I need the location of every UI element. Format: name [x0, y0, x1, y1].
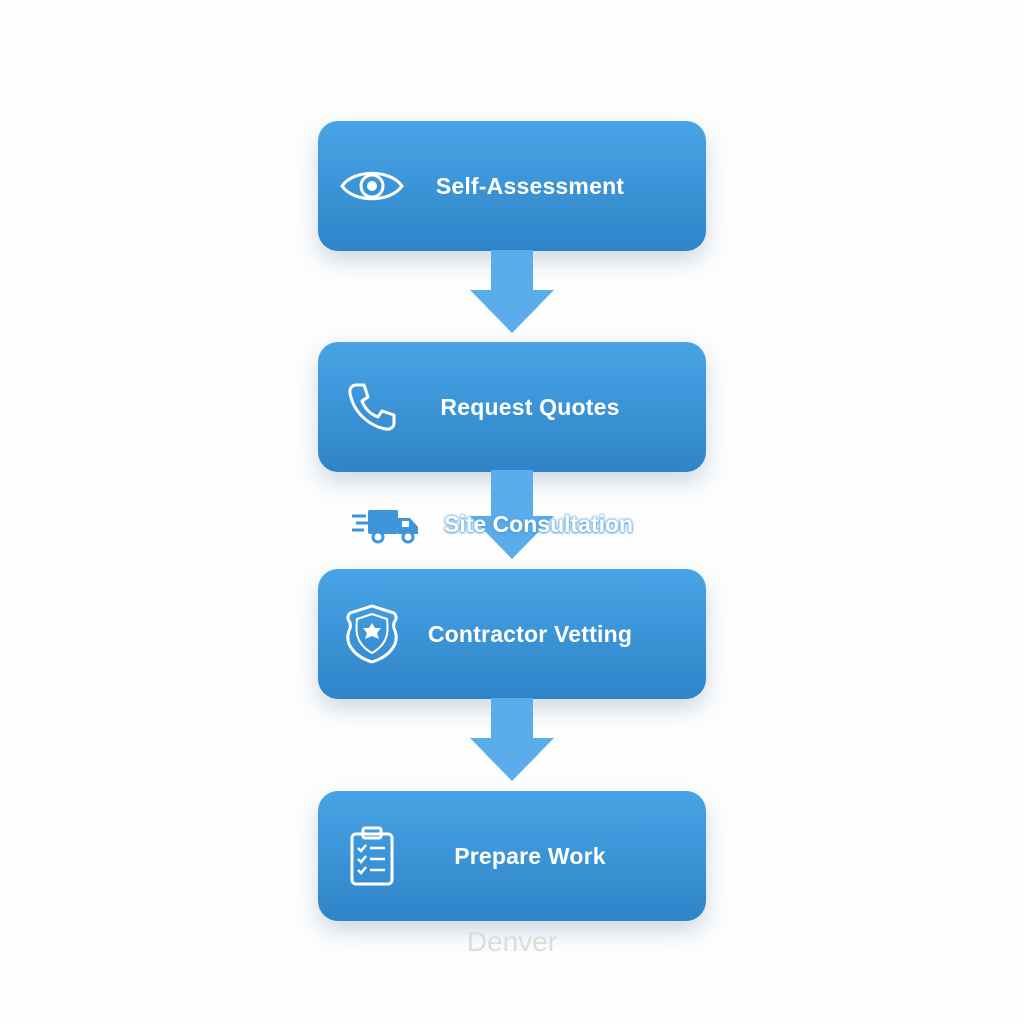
step-self-assessment: Self-Assessment [318, 121, 706, 251]
phone-icon [340, 375, 404, 439]
step-label: Contractor Vetting [427, 620, 633, 647]
clipboard-checklist-icon [340, 824, 404, 888]
step-label: Request Quotes [440, 393, 620, 420]
floating-step-label: Site Consultation [444, 511, 634, 537]
flow-arrow-1 [470, 250, 554, 334]
floating-step-site-consultation: Site Consultation [352, 502, 692, 550]
shield-icon [340, 602, 404, 666]
delivery-truck-icon [352, 508, 420, 544]
step-prepare-work: Prepare Work [318, 791, 706, 921]
footer-location: Denver [466, 926, 558, 957]
flow-arrow-2 [470, 470, 554, 560]
step-label: Prepare Work [454, 842, 606, 869]
step-contractor-vetting: Contractor Vetting [318, 569, 706, 699]
flow-arrow-3 [470, 698, 554, 782]
eye-icon [340, 154, 404, 218]
step-label: Self-Assessment [435, 172, 625, 199]
step-request-quotes: Request Quotes [318, 342, 706, 472]
